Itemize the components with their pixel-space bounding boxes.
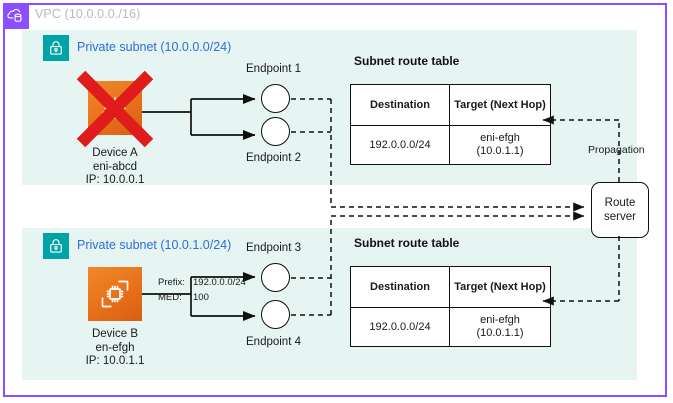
endpoint-1-label: Endpoint 1	[246, 63, 301, 75]
rt-b-target-eni: eni-efgh	[480, 314, 520, 326]
vpc-title: VPC (10.0.0.0./16)	[35, 7, 141, 21]
device-a-label: Device A eni-abcd IP: 10.0.0.1	[45, 147, 185, 188]
device-b-label: Device B en-efgh IP: 10.0.1.1	[45, 328, 185, 369]
device-b-name: Device B	[91, 328, 139, 340]
table-row: 192.0.0.0/24 eni-efgh (10.0.1.1)	[350, 125, 551, 165]
device-a-ip: IP: 10.0.0.1	[85, 174, 145, 186]
rt-b-header-target: Target (Next Hop)	[449, 266, 551, 308]
rt-a-header-destination: Destination	[350, 84, 450, 126]
table-header-row: Destination Target (Next Hop)	[350, 266, 551, 308]
rt-b-header-destination: Destination	[350, 266, 450, 308]
med-key-label: MED:	[158, 292, 182, 303]
endpoint-3[interactable]	[261, 263, 290, 292]
device-a-appliance-icon[interactable]	[88, 81, 142, 135]
endpoint-4-label: Endpoint 4	[246, 336, 301, 348]
rt-a-cell-target: eni-efgh (10.0.1.1)	[449, 125, 551, 165]
route-table-b-title: Subnet route table	[354, 236, 460, 250]
endpoint-3-label: Endpoint 3	[246, 242, 301, 254]
rt-b-cell-destination: 192.0.0.0/24	[350, 307, 450, 347]
table-header-row: Destination Target (Next Hop)	[350, 84, 551, 126]
rt-b-target-ip: (10.0.1.1)	[476, 327, 524, 339]
table-row: 192.0.0.0/24 eni-efgh (10.0.1.1)	[350, 307, 551, 347]
prefix-value-label: 192.0.0.0/24	[193, 277, 246, 288]
endpoint-1[interactable]	[261, 84, 290, 113]
endpoint-2[interactable]	[261, 117, 290, 146]
device-a-eni: eni-abcd	[92, 160, 138, 173]
route-table-b: Destination Target (Next Hop) 192.0.0.0/…	[350, 266, 551, 347]
subnet-title-a: Private subnet (10.0.0.0/24)	[77, 40, 232, 54]
rt-a-header-target: Target (Next Hop)	[449, 84, 551, 126]
endpoint-4[interactable]	[261, 300, 290, 329]
route-table-a: Destination Target (Next Hop) 192.0.0.0/…	[350, 84, 551, 165]
device-b-eni: en-efgh	[95, 341, 135, 354]
route-server-line1: Route	[604, 197, 636, 209]
rt-a-cell-destination: 192.0.0.0/24	[350, 125, 450, 165]
propagation-label: Propagation	[588, 144, 645, 156]
route-table-a-title: Subnet route table	[354, 54, 460, 68]
vpc-cloud-icon	[3, 3, 29, 29]
rt-a-target-ip: (10.0.1.1)	[476, 145, 524, 157]
prefix-key-label: Prefix:	[158, 277, 185, 288]
device-a-name: Device A	[92, 147, 138, 159]
rt-b-cell-target: eni-efgh (10.0.1.1)	[449, 307, 551, 347]
rt-a-target-eni: eni-efgh	[480, 132, 520, 144]
lock-icon	[43, 233, 69, 259]
route-server-node[interactable]: Route server	[591, 182, 649, 238]
lock-icon	[43, 35, 69, 61]
med-value-label: 100	[193, 292, 209, 303]
route-server-line2: server	[604, 211, 636, 223]
device-b-ip: IP: 10.0.1.1	[85, 355, 145, 367]
device-b-appliance-icon[interactable]	[88, 267, 142, 321]
endpoint-2-label: Endpoint 2	[246, 152, 301, 164]
subnet-title-b: Private subnet (10.0.1.0/24)	[77, 238, 232, 252]
